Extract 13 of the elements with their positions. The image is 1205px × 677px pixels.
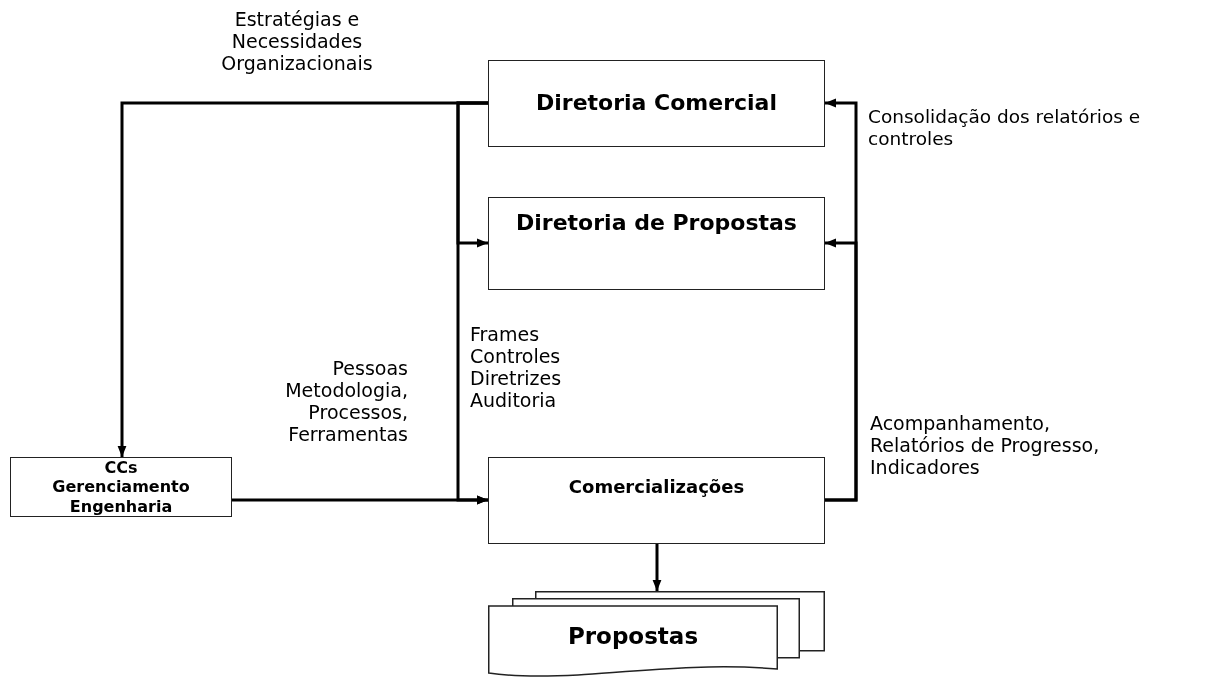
arrow: [232, 495, 488, 505]
document-stack: [488, 591, 825, 677]
node-label: Diretoria de Propostas: [515, 210, 798, 237]
process-box: [488, 197, 825, 290]
process-box: [10, 457, 232, 517]
node-label: Comercializações: [567, 475, 746, 498]
node-label: Diretoria Comercial: [535, 90, 778, 117]
node-label: CCs Gerenciamento Engenharia: [51, 458, 191, 516]
process-box: [488, 457, 825, 544]
node-label: Propostas: [566, 623, 700, 651]
process-box: [488, 60, 825, 147]
arrow: [652, 544, 662, 591]
arrow: [825, 238, 858, 502]
